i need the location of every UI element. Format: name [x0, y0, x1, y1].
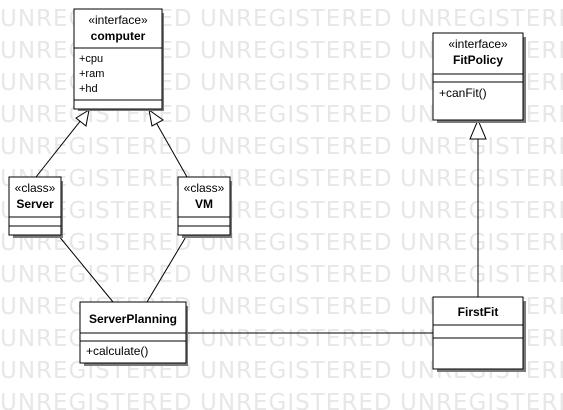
- generalization-arrowhead-server: [75, 108, 90, 127]
- class-box-serverplanning[interactable]: ServerPlanning +calculate(): [79, 301, 188, 366]
- class-stereotype: «class»: [15, 181, 56, 195]
- class-box-fitpolicy[interactable]: «interface» FitPolicy +canFit(): [432, 32, 526, 123]
- class-stereotype: «class»: [184, 181, 225, 195]
- association-line-server-serverplanning: [57, 234, 114, 303]
- watermark-text: UNREGISTERED: [200, 294, 393, 320]
- watermark-text: UNREGISTERED: [400, 6, 563, 32]
- relationship-lines: [35, 108, 487, 334]
- watermark-text: UNREGISTERED: [200, 262, 393, 288]
- class-box-computer[interactable]: «interface» computer +cpu +ram +hd: [73, 8, 164, 111]
- watermark-text: UNREGISTERED: [400, 262, 563, 288]
- class-frame: [8, 176, 62, 236]
- class-box-server[interactable]: «class» Server: [8, 176, 63, 238]
- class-operation-canfit: +canFit(): [439, 86, 487, 100]
- class-attribute-hd: +hd: [79, 83, 98, 95]
- class-frame: [73, 8, 163, 110]
- watermark-text: UNREGISTERED: [200, 358, 393, 384]
- watermark-text: UNREGISTERED: [200, 6, 393, 32]
- class-frame: [432, 32, 524, 121]
- class-name: FirstFit: [458, 305, 499, 319]
- class-name: FitPolicy: [453, 53, 503, 67]
- class-name: VM: [195, 197, 213, 211]
- watermark-text: UNREGISTERED: [400, 230, 563, 256]
- watermark-text: UNREGISTERED: [400, 198, 563, 224]
- watermark-text: UNREGISTERED: [200, 38, 393, 64]
- generalization-arrowhead-firstfit: [469, 118, 487, 140]
- class-name: Server: [16, 197, 54, 211]
- class-frame: [432, 296, 524, 370]
- watermark-text: UNREGISTERED: [0, 390, 193, 410]
- watermark-text: UNREGISTERED: [200, 134, 393, 160]
- association-line-vm-serverplanning: [146, 234, 188, 303]
- class-box-vm[interactable]: «class» VM: [177, 176, 232, 238]
- class-attribute-cpu: +cpu: [79, 53, 103, 65]
- class-box-firstfit[interactable]: FirstFit: [432, 296, 526, 372]
- class-name: ServerPlanning: [89, 312, 177, 326]
- class-name: computer: [91, 29, 146, 43]
- watermark-text: UNREGISTERED: [200, 390, 393, 410]
- class-operation-calculate: +calculate(): [86, 344, 148, 358]
- watermark-text: UNREGISTERED: [200, 326, 393, 352]
- generalization-arrowhead-vm: [148, 108, 164, 127]
- class-attribute-ram: +ram: [79, 68, 104, 80]
- class-stereotype: «interface»: [448, 37, 508, 51]
- watermark-text: UNREGISTERED: [200, 102, 393, 128]
- class-frame: [177, 176, 231, 236]
- watermark-text: UNREGISTERED: [400, 166, 563, 192]
- watermark-text: UNREGISTERED: [0, 262, 193, 288]
- watermark-text: UNREGISTERED: [0, 134, 193, 160]
- class-stereotype: «interface»: [88, 13, 148, 27]
- watermark-text: UNREGISTERED: [200, 70, 393, 96]
- watermark-text: UNREGISTERED: [400, 390, 563, 410]
